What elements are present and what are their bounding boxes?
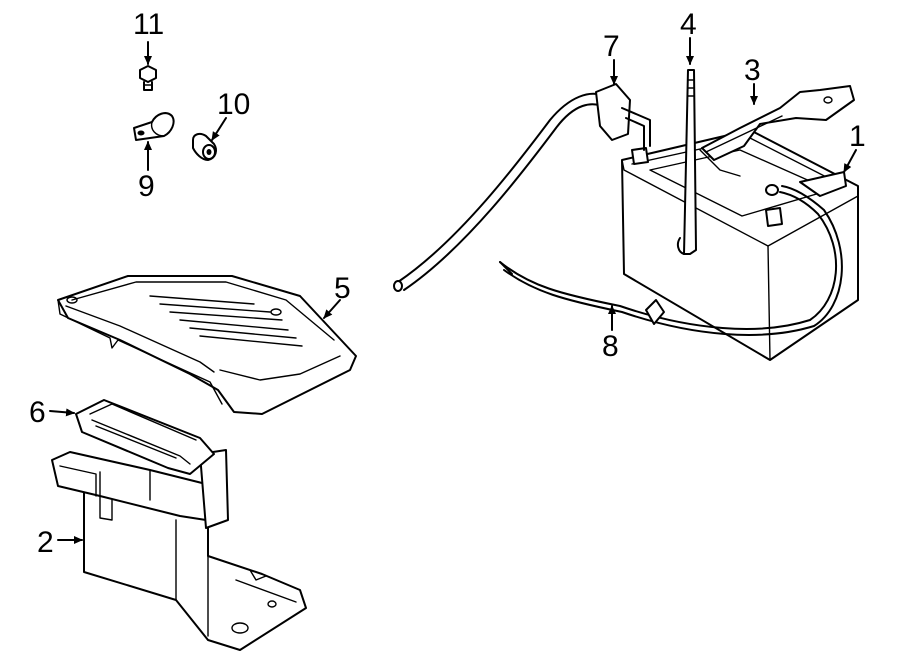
callout-11: 11	[133, 8, 164, 41]
callout-4: 4	[680, 8, 697, 41]
callout-9: 9	[138, 170, 155, 203]
callout-arrows	[49, 37, 857, 544]
arrow-10	[211, 117, 227, 141]
callout-labels: 11 9 10 5 6 2 7 4 3 1 8	[29, 8, 866, 559]
battery-cover-part	[57, 275, 357, 415]
callout-10: 10	[217, 88, 250, 121]
callout-2: 2	[37, 526, 54, 559]
callout-8: 8	[602, 330, 619, 363]
callout-5: 5	[334, 272, 351, 305]
battery-part	[621, 129, 859, 361]
grommet-part	[192, 132, 217, 161]
callout-3: 3	[744, 54, 761, 87]
arrow-5	[323, 299, 341, 319]
cable-clip-part	[133, 112, 175, 141]
callout-6: 6	[29, 396, 46, 429]
arrow-6	[49, 408, 75, 417]
positive-cable-part	[499, 185, 843, 336]
bolt-part	[139, 65, 157, 91]
arrow-1	[843, 149, 857, 173]
negative-cable-part	[393, 83, 651, 292]
battery-tray-part	[51, 449, 307, 651]
callout-1: 1	[849, 120, 866, 153]
tray-rim-part	[75, 399, 215, 475]
callout-7: 7	[603, 30, 620, 63]
hold-down-rod-part	[676, 69, 697, 255]
hold-down-bracket-part	[701, 85, 855, 161]
